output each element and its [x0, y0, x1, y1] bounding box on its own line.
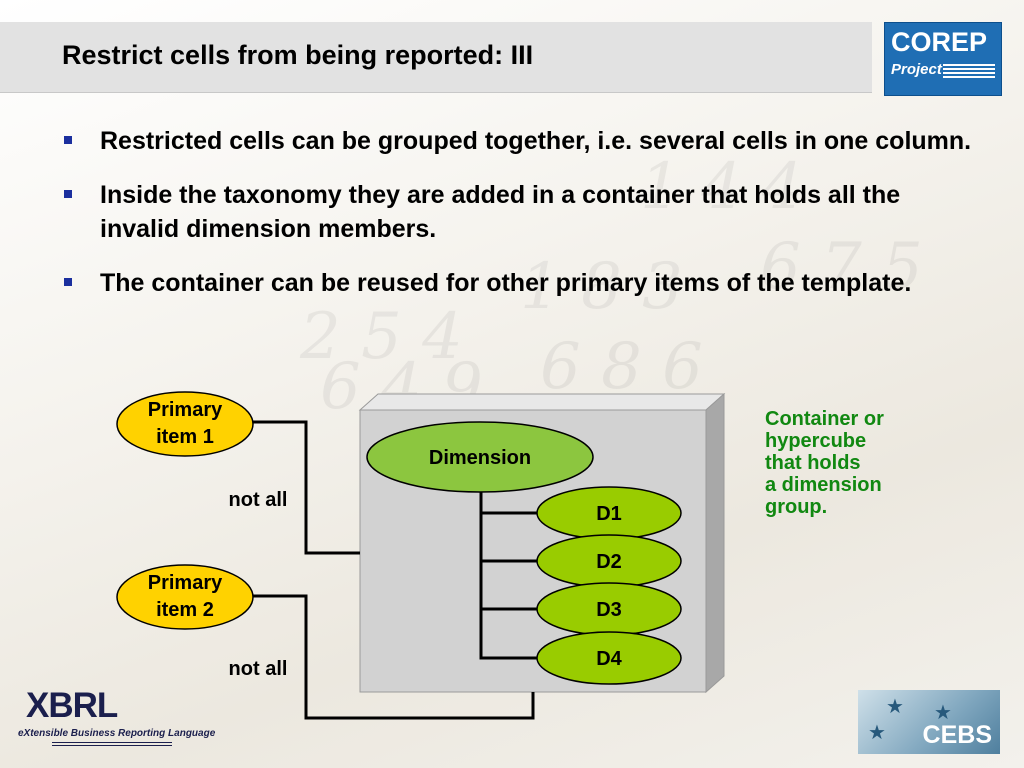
dimension-label: Dimension — [429, 447, 531, 469]
dimension-tree-line — [479, 490, 540, 660]
cebs-logo-text: CEBS — [922, 721, 992, 749]
connector-line-primary-2 — [250, 594, 535, 720]
corep-logo-subtitle: Project — [891, 61, 942, 78]
dimension-node: Dimension — [366, 421, 594, 493]
not-all-label: not all — [229, 658, 288, 680]
connector-line-primary-1 — [250, 420, 360, 555]
bullet-item: The container can be reused for other pr… — [62, 266, 972, 300]
corep-logo: COREP Project — [884, 22, 1002, 96]
background-decoration: 6 7 5 — [760, 230, 923, 304]
member-label: D1 — [596, 503, 622, 525]
square-bullet-icon — [64, 136, 72, 144]
xbrl-logo-lines — [52, 742, 172, 748]
page-title: Restrict cells from being reported: III — [62, 40, 534, 70]
note-line: group. — [765, 496, 827, 518]
primary-item-1: Primary item 1 — [116, 391, 254, 457]
note-line: that holds — [765, 452, 861, 474]
member-d1: D1 — [536, 486, 682, 540]
star-icon: ★ — [886, 696, 904, 718]
corep-logo-lines — [943, 64, 995, 78]
not-all-label: not all — [229, 489, 288, 511]
bullet-item: Inside the taxonomy they are added in a … — [62, 178, 972, 246]
primary-item-label: item 1 — [156, 426, 214, 448]
xbrl-logo-tagline: eXtensible Business Reporting Language — [18, 728, 216, 739]
background-decoration: 2 5 4 — [300, 300, 463, 374]
star-icon: ★ — [868, 722, 886, 744]
primary-item-label: item 2 — [156, 599, 214, 621]
bullet-text: Restricted cells can be grouped together… — [100, 127, 972, 155]
container-side-face — [705, 392, 725, 694]
title-bar — [0, 22, 872, 93]
note-line: hypercube — [765, 430, 866, 452]
container-top-face — [358, 393, 726, 411]
bullet-list: Restricted cells can be grouped together… — [62, 124, 972, 320]
cebs-logo: ★ ★ ★ CEBS — [858, 690, 1000, 754]
bullet-item: Restricted cells can be grouped together… — [62, 124, 972, 158]
member-d2: D2 — [536, 534, 682, 588]
dimension-ellipse — [366, 421, 594, 493]
xbrl-logo: XBRL eXtensible Business Reporting Langu… — [18, 686, 215, 748]
background-decoration: 1 8 3 — [520, 250, 683, 324]
background-decoration: 6 8 6 — [540, 330, 703, 404]
bullet-text: The container can be reused for other pr… — [100, 269, 912, 297]
member-label: D2 — [596, 551, 622, 573]
member-d4: D4 — [536, 631, 682, 685]
primary-item-ellipse — [116, 564, 254, 630]
bullet-text: Inside the taxonomy they are added in a … — [100, 181, 901, 243]
background-decoration: 1 4 4 — [640, 150, 803, 224]
note-line: a dimension — [765, 474, 882, 496]
container-note: Container or hypercube that holds a dime… — [765, 408, 884, 518]
corep-logo-title: COREP — [891, 27, 988, 57]
square-bullet-icon — [64, 278, 72, 286]
primary-item-2: Primary item 2 — [116, 564, 254, 630]
primary-item-label: Primary — [148, 399, 223, 421]
note-line: Container or — [765, 408, 884, 430]
member-label: D3 — [596, 599, 622, 621]
member-d3: D3 — [536, 582, 682, 636]
xbrl-logo-text: XBRL — [26, 686, 118, 725]
square-bullet-icon — [64, 190, 72, 198]
member-ellipse — [536, 631, 682, 685]
primary-item-ellipse — [116, 391, 254, 457]
primary-item-label: Primary — [148, 572, 223, 594]
member-label: D4 — [596, 648, 622, 670]
star-icon: ★ — [934, 702, 952, 724]
